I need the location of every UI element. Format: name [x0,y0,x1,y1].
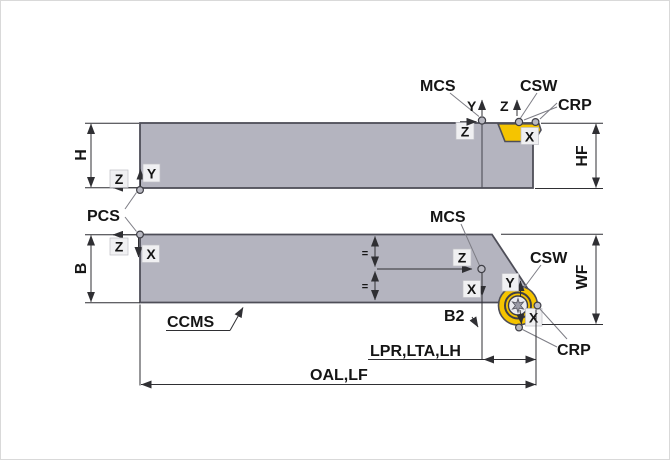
equal-mark-1: = [362,248,368,260]
side-view: H Z Y MCS Y Z CSW Z X CRP [73,78,603,232]
csw-x-label-side: X [525,129,535,145]
pcs-leader-bottom [124,216,137,232]
csw-y-label-box-top [501,273,519,292]
ccms-leader-arrow [229,307,244,331]
mcs-x-label-top: X [467,281,477,297]
mcs-z-label-box-side [455,122,475,140]
dim-b2-arrow [469,316,479,328]
mcs-y-label-side: Y [467,98,477,114]
top-view: B Z X = = Z MCS X CSW Y [73,209,603,389]
ccms-label: CCMS [167,314,214,331]
mcs-leader-top [460,223,480,266]
crp-label-top: CRP [557,342,591,359]
csw-origin-side-marker [514,117,524,127]
dim-oal-label: OAL,LF [310,367,368,384]
csw-x-label-box-side [520,127,539,145]
pcs-origin-side-marker [136,186,145,195]
csw-x-label-top: X [529,310,539,326]
equal-mark-2: = [362,281,368,293]
dim-hf-label: HF [574,145,591,167]
csw-leader-top [523,264,542,289]
dim-b-label: B [73,263,90,275]
crp-leader-top-2 [522,329,558,348]
mcs-z-label-side: Z [461,124,470,140]
torx-screw-icon [511,297,525,314]
crp-top-marker-bottom [514,323,523,332]
csw-x-arrow-top [516,309,525,325]
dim-b2-label: B2 [444,308,465,325]
mcs-label-side: MCS [420,78,456,95]
pcs-y-label-box-side [142,163,161,183]
pcs-origin-top-marker [136,230,145,239]
dim-lpr-label: LPR,LTA,LH [370,343,461,360]
csw-y-label-top: Y [505,275,515,291]
pcs-x-label-top: X [146,246,156,262]
pcs-z-label-box-top [109,237,129,256]
top-view-shank [139,233,537,315]
crp-leader-side-2 [523,106,558,121]
dim-h-label: H [73,149,90,161]
crp-side-marker [531,117,540,126]
crp-label-side: CRP [558,97,592,114]
pcs-label: PCS [87,208,120,225]
csw-leader-side [520,92,538,119]
dim-wf-label: WF [574,264,591,289]
crp-top-marker-right [533,301,542,310]
mcs-origin-top-marker [477,264,486,274]
mcs-leader-side [449,92,480,117]
csw-label-top: CSW [530,250,568,267]
crp-leader-side-1 [539,102,558,120]
mcs-z-label-box-top [452,248,472,267]
crp-leader-top-1 [539,308,568,340]
mcs-origin-side-marker [477,116,487,125]
csw-label-side: CSW [520,78,558,95]
mcs-label-top: MCS [430,209,466,226]
pcs-z-label-side: Z [115,171,124,187]
pcs-y-label-side: Y [147,166,157,182]
csw-z-label-side: Z [500,98,509,114]
pcs-leader-top [124,192,137,210]
pcs-x-label-box-top [141,244,160,263]
pcs-z-label-box-side [109,169,129,188]
mcs-x-label-box-top [462,280,481,298]
mcs-z-label-top: Z [458,250,467,266]
csw-x-label-box-top [525,308,543,327]
pcs-z-label-top: Z [115,239,124,255]
